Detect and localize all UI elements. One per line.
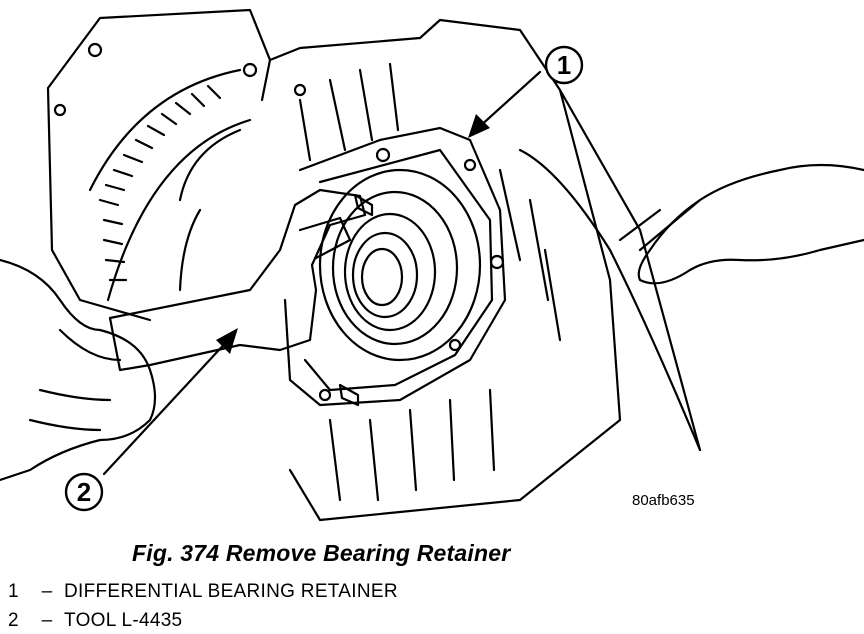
arrowhead-2	[216, 328, 238, 354]
technical-illustration: 1 2	[0, 8, 864, 522]
arrowhead-1	[468, 114, 490, 138]
legend-number: 2	[8, 610, 19, 631]
hand-left	[0, 258, 157, 482]
legend-text: DIFFERENTIAL BEARING RETAINER	[64, 581, 398, 602]
leader-line-1	[476, 70, 542, 130]
callout-circle-1	[544, 45, 584, 85]
legend-item: 1 –DIFFERENTIAL BEARING RETAINER	[8, 581, 398, 603]
legend-number: 1	[8, 581, 19, 602]
bearing-bore	[318, 168, 482, 362]
legend-item: 2 –TOOL L-4435	[8, 610, 182, 632]
legend-dash: –	[41, 581, 53, 602]
removal-tool	[108, 188, 367, 372]
hand-right	[637, 163, 864, 285]
callout-number-2: 2	[77, 477, 91, 507]
legend-text: TOOL L-4435	[64, 610, 183, 631]
callout-circle-2	[64, 472, 104, 512]
axle-housing-outline	[46, 8, 702, 522]
leader-line-2	[102, 336, 232, 476]
callout-number-1: 1	[557, 50, 571, 80]
bearing-retainer-plate	[283, 126, 507, 407]
ring-gear	[88, 68, 252, 302]
legend-dash: –	[41, 610, 53, 631]
figure-caption: Fig. 374 Remove Bearing Retainer	[132, 540, 511, 566]
image-code: 80afb635	[632, 492, 695, 509]
